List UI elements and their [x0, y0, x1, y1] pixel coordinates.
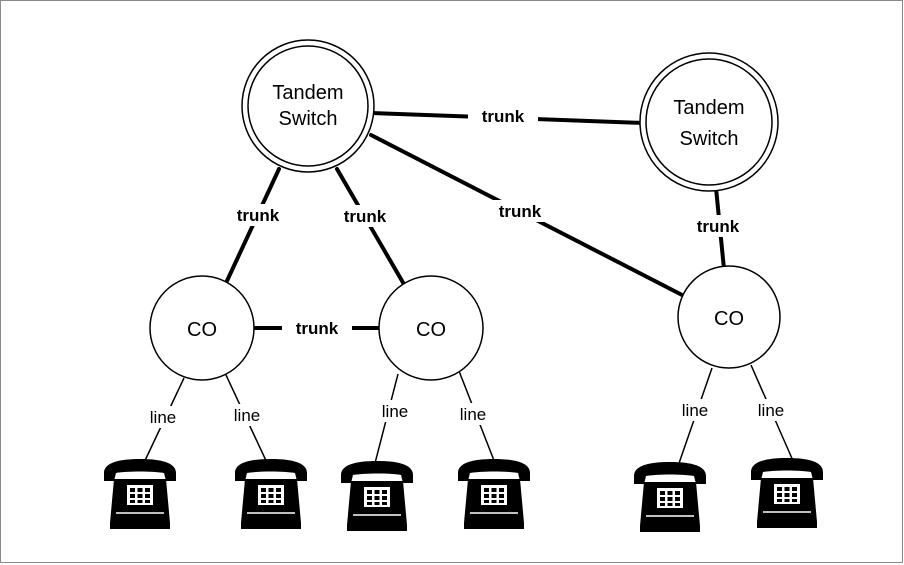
central-office-3: CO	[677, 265, 781, 369]
tandem-switch-right: Tandem Switch	[639, 52, 779, 192]
line-label-6: line	[758, 401, 784, 420]
line-label-3: line	[382, 402, 408, 421]
line-label-5-group: line	[671, 399, 719, 421]
telephone-icon	[457, 458, 531, 530]
line-label-4: line	[460, 405, 486, 424]
line-label-5: line	[682, 401, 708, 420]
trunk-label-tandem-right-co3-group: trunk	[683, 215, 753, 237]
co-1-label: CO	[187, 319, 217, 341]
tandem-right-label-2: Switch	[680, 128, 739, 150]
line-label-1-group: line	[139, 406, 187, 428]
telephone-icon	[103, 458, 177, 530]
co-2-label: CO	[416, 319, 446, 341]
trunk-label-tandem-co3-group: trunk	[485, 200, 555, 222]
line-label-4-group: line	[449, 403, 497, 425]
telephone-icon	[234, 458, 308, 530]
trunk-label-tandem-tandem: trunk	[482, 107, 525, 126]
trunk-label-tandem-tandem-group: trunk	[468, 105, 538, 127]
line-label-3-group: line	[371, 400, 419, 422]
trunk-label-co1-co2-group: trunk	[282, 317, 352, 339]
trunk-label-tandem-co1: trunk	[237, 206, 280, 225]
central-office-2: CO	[378, 275, 484, 381]
tandem-switch-left: Tandem Switch	[241, 39, 375, 173]
trunk-label-co1-co2: trunk	[296, 319, 339, 338]
co-3-label: CO	[714, 308, 744, 330]
line-label-2: line	[234, 406, 260, 425]
tandem-right-label-1: Tandem	[673, 97, 744, 119]
trunk-label-tandem-co1-group: trunk	[223, 204, 293, 226]
trunk-label-tandem-co2: trunk	[344, 207, 387, 226]
central-office-1: CO	[149, 275, 255, 381]
trunk-link-tandem-co2	[335, 167, 407, 288]
trunk-label-tandem-co2-group: trunk	[330, 205, 400, 227]
line-label-1: line	[150, 408, 176, 427]
telephone-icon	[340, 460, 414, 532]
trunk-label-tandem-co3: trunk	[499, 202, 542, 221]
tandem-left-label-2: Switch	[279, 108, 338, 130]
telephone-icon	[750, 457, 824, 529]
line-label-2-group: line	[223, 404, 271, 426]
telephone-icon	[633, 461, 707, 533]
trunk-label-tandem-right-co3: trunk	[697, 217, 740, 236]
line-label-6-group: line	[747, 399, 795, 421]
tandem-left-label-1: Tandem	[272, 82, 343, 104]
